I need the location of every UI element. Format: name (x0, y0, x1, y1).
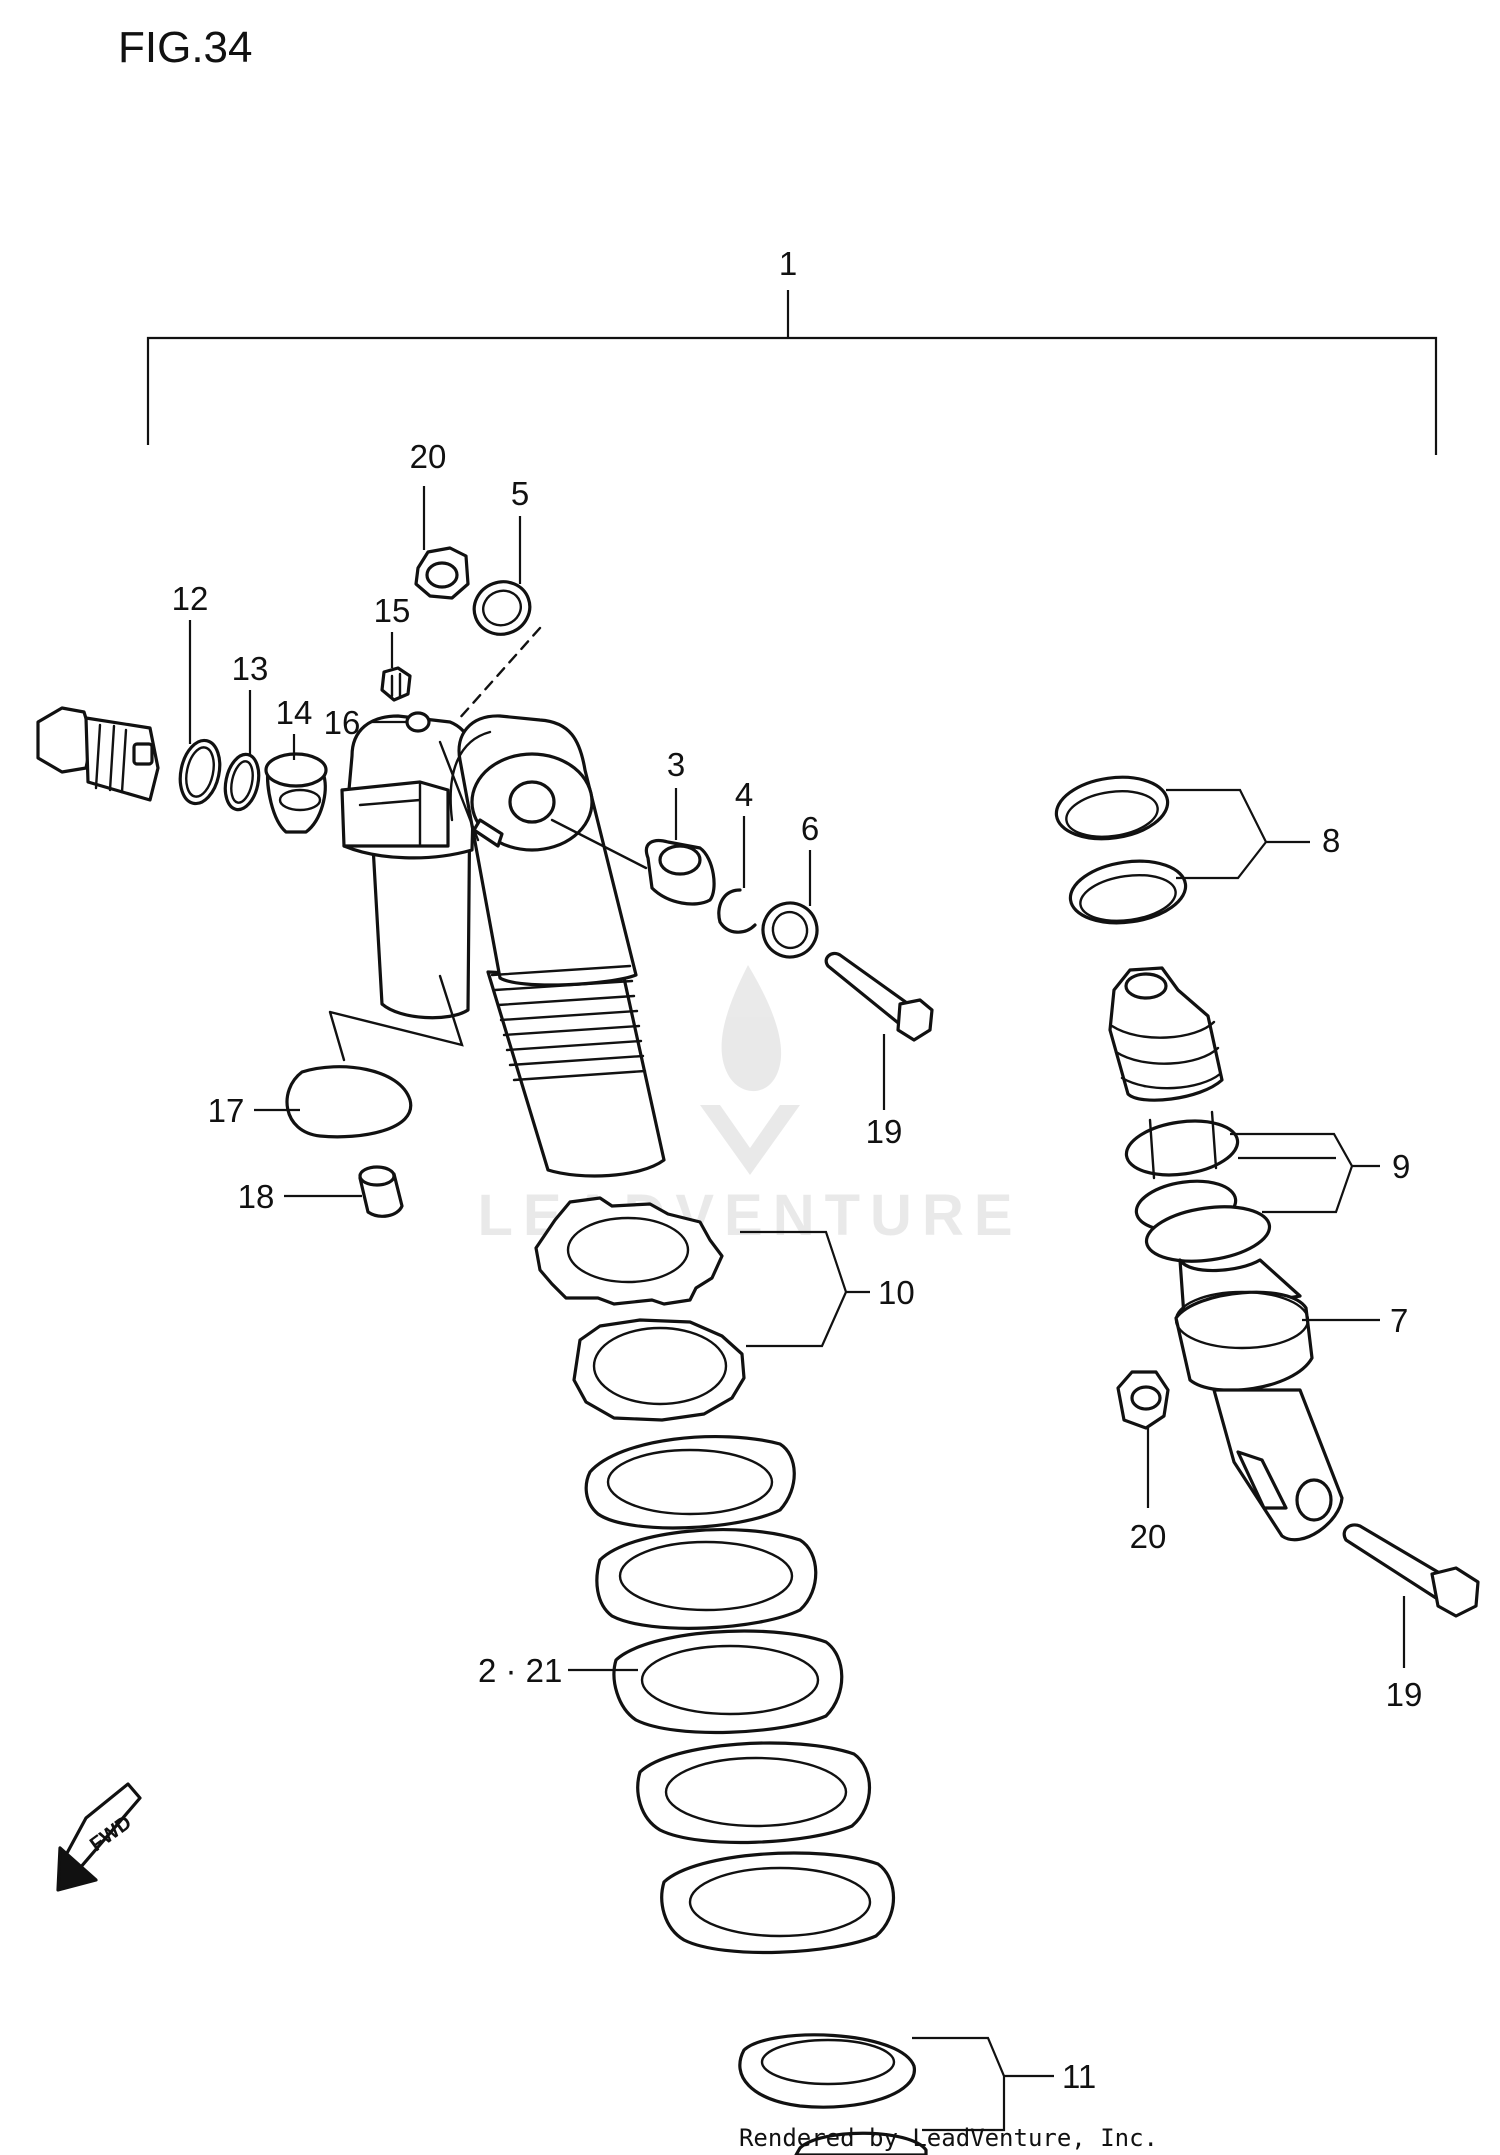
o-ring-13 (223, 752, 261, 812)
callout-14: 14 (276, 694, 313, 731)
bump-stopper-rings-9 (1124, 1110, 1272, 1263)
callout-13: 13 (232, 650, 269, 687)
callout-20-lower: 20 (1130, 1518, 1167, 1555)
oil-seal-6 (761, 901, 819, 959)
callout-1: 1 (779, 245, 797, 282)
o-ring-13-inner (230, 760, 254, 804)
leader-lines (188, 486, 1406, 2132)
callout-4: 4 (735, 776, 753, 813)
seal-16 (405, 711, 431, 733)
callout-8: 8 (1322, 822, 1340, 859)
callouts: 1 20 5 12 13 14 15 16 3 4 6 8 17 18 19 9… (172, 245, 1423, 2095)
bolt-19-upper (824, 951, 934, 1042)
callout-17: 17 (208, 1092, 245, 1129)
callout-12: 12 (172, 580, 209, 617)
figure-title: FIG.34 (118, 23, 253, 72)
callout-3: 3 (667, 746, 685, 783)
callout-6: 6 (801, 810, 819, 847)
o-ring-12-inner (185, 746, 215, 798)
flange-nut-20-lower (1116, 1370, 1170, 1430)
watermark-v-icon (700, 1105, 800, 1175)
adjusting-nut-10-upper (534, 1196, 724, 1306)
callout-20-upper: 20 (410, 438, 447, 475)
callout-19-lower: 19 (1386, 1676, 1423, 1713)
callout-15: 15 (374, 592, 411, 629)
adjusting-nut-10-lower (572, 1318, 746, 1422)
plug (264, 752, 328, 834)
callout-2-21: 2 · 21 (478, 1652, 562, 1689)
bleeder-screw-15 (380, 666, 412, 702)
assembly-bracket (146, 290, 1438, 455)
shock-body (449, 714, 666, 1178)
callout-19-upper: 19 (866, 1113, 903, 1150)
callout-7: 7 (1390, 1302, 1408, 1339)
coil-spring-2-21 (584, 1434, 896, 1955)
cap-18 (358, 1165, 404, 1218)
label-disc-17 (285, 974, 464, 1139)
watermark-flame-icon (721, 965, 782, 1092)
circlip-4 (717, 888, 757, 934)
callout-11: 11 (1062, 2058, 1096, 2095)
callout-5: 5 (511, 475, 529, 512)
bump-stopper (1108, 966, 1224, 1102)
bolt-19-lower (1342, 1523, 1480, 1618)
adjuster-knob (36, 706, 160, 802)
fwd-arrow-icon: FWD (56, 1782, 142, 1892)
spring-seat-8 (1054, 775, 1188, 925)
lower-clevis-7 (1174, 1258, 1344, 1542)
callout-9: 9 (1392, 1148, 1410, 1185)
bushing-3 (644, 838, 716, 906)
washer-5 (472, 580, 532, 636)
reservoir (340, 714, 476, 1020)
flange-nut-20-upper (414, 546, 470, 600)
callout-18: 18 (238, 1178, 275, 1215)
callout-10: 10 (878, 1274, 915, 1311)
credit-line: Rendered by LeadVenture, Inc. (739, 2124, 1158, 2152)
o-ring-12 (178, 738, 222, 806)
callout-16: 16 (324, 704, 361, 741)
spring-stopper-11 (738, 2033, 928, 2155)
